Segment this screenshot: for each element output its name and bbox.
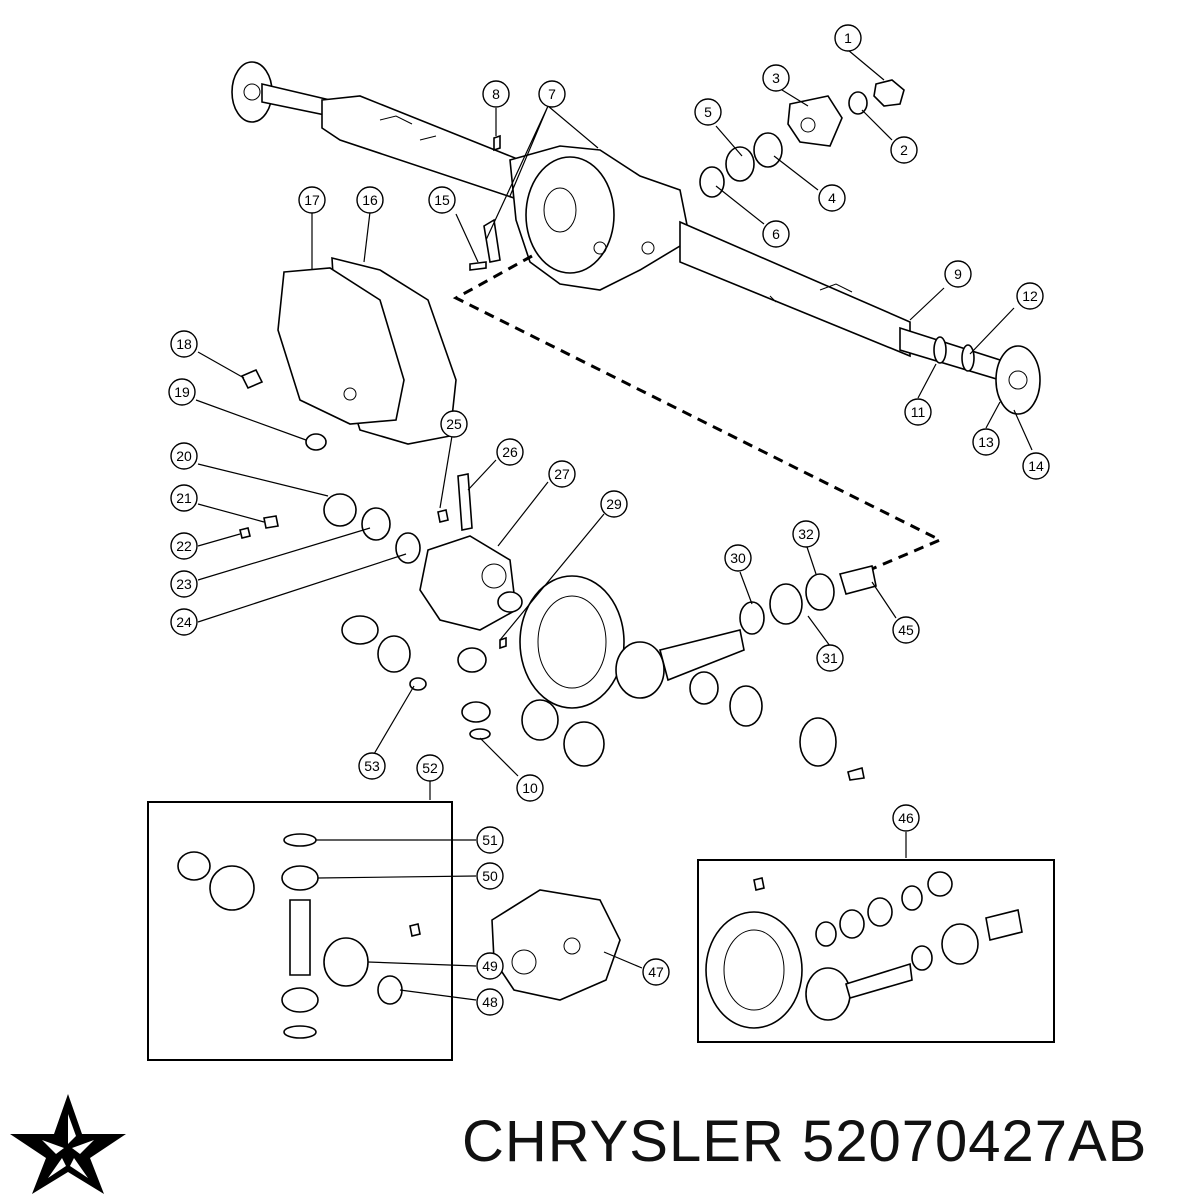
detail-box-46 [697,859,1055,1043]
callout-17: 17 [298,186,326,214]
callout-45: 45 [892,616,920,644]
callout-2: 2 [890,136,918,164]
svg-text:51: 51 [482,832,498,848]
svg-text:31: 31 [822,650,838,666]
svg-text:4: 4 [828,190,836,206]
callout-24: 24 [170,608,198,636]
svg-text:20: 20 [176,448,192,464]
callout-18: 18 [170,330,198,358]
svg-text:15: 15 [434,192,450,208]
svg-text:49: 49 [482,958,498,974]
svg-text:19: 19 [174,384,190,400]
callout-25: 25 [440,410,468,438]
callout-31: 31 [816,644,844,672]
callout-1: 1 [834,24,862,52]
svg-text:47: 47 [648,964,664,980]
svg-text:32: 32 [798,526,814,542]
svg-text:21: 21 [176,490,192,506]
callout-19: 19 [168,378,196,406]
svg-text:16: 16 [362,192,378,208]
pentastar-icon [10,1094,126,1194]
callout-4: 4 [818,184,846,212]
callout-21: 21 [170,484,198,512]
svg-text:50: 50 [482,868,498,884]
callout-20: 20 [170,442,198,470]
callout-32: 32 [792,520,820,548]
svg-text:11: 11 [911,404,926,420]
callout-8: 8 [482,80,510,108]
callout-27: 27 [548,460,576,488]
leader-lines [195,49,1033,1001]
brand-maker: CHRYSLER [462,1109,785,1174]
differential-carrier [239,473,877,781]
svg-text:45: 45 [898,622,914,638]
svg-text:14: 14 [1028,458,1044,474]
svg-text:24: 24 [176,614,192,630]
callout-29: 29 [600,490,628,518]
callout-16: 16 [356,186,384,214]
callout-49: 49 [476,952,504,980]
callout-52: 52 [416,754,444,782]
svg-text:18: 18 [176,336,192,352]
svg-text:3: 3 [772,70,780,86]
svg-text:5: 5 [704,104,712,120]
callout-9: 9 [944,260,972,288]
callout-11: 11 [904,398,932,426]
svg-text:9: 9 [954,266,962,282]
callout-51: 51 [476,826,504,854]
cover-assembly [240,256,457,451]
callout-23: 23 [170,570,198,598]
callout-22: 22 [170,532,198,560]
svg-text:17: 17 [304,192,320,208]
svg-text:6: 6 [772,226,780,242]
callout-3: 3 [762,64,790,92]
axle-housing [231,61,1041,415]
svg-text:46: 46 [898,810,914,826]
callout-46: 46 [892,804,920,832]
callout-30: 30 [724,544,752,572]
detail-46-parts [705,871,1023,1029]
svg-text:10: 10 [522,780,538,796]
svg-text:29: 29 [606,496,622,512]
svg-text:8: 8 [492,86,500,102]
callout-50: 50 [476,862,504,890]
callout-10: 10 [516,774,544,802]
callout-26: 26 [496,438,524,466]
detail-52-parts [177,833,421,1039]
svg-text:22: 22 [176,538,192,554]
svg-text:13: 13 [978,434,994,450]
brand-caption: CHRYSLER 52070427AB [462,1108,1147,1175]
detail-box-52 [147,801,453,1061]
callout-7: 7 [538,80,566,108]
callout-15: 15 [428,186,456,214]
svg-text:26: 26 [502,444,518,460]
callout-13: 13 [972,428,1000,456]
assembly-guide-line [452,254,944,576]
svg-text:2: 2 [900,142,908,158]
svg-text:12: 12 [1022,288,1038,304]
callout-53: 53 [358,752,386,780]
svg-text:52: 52 [422,760,438,776]
svg-text:53: 53 [364,758,380,774]
callout-6: 6 [762,220,790,248]
svg-text:30: 30 [730,550,746,566]
svg-text:23: 23 [176,576,192,592]
svg-text:27: 27 [554,466,570,482]
svg-text:48: 48 [482,994,498,1010]
callout-12: 12 [1016,282,1044,310]
callout-14: 14 [1022,452,1050,480]
brand-part-number: 52070427AB [801,1109,1148,1174]
svg-text:25: 25 [446,416,462,432]
callout-48: 48 [476,988,504,1016]
callout-5: 5 [694,98,722,126]
callout-47: 47 [642,958,670,986]
differential-case-47 [491,889,621,1001]
svg-text:7: 7 [548,86,556,102]
svg-text:1: 1 [844,30,852,46]
